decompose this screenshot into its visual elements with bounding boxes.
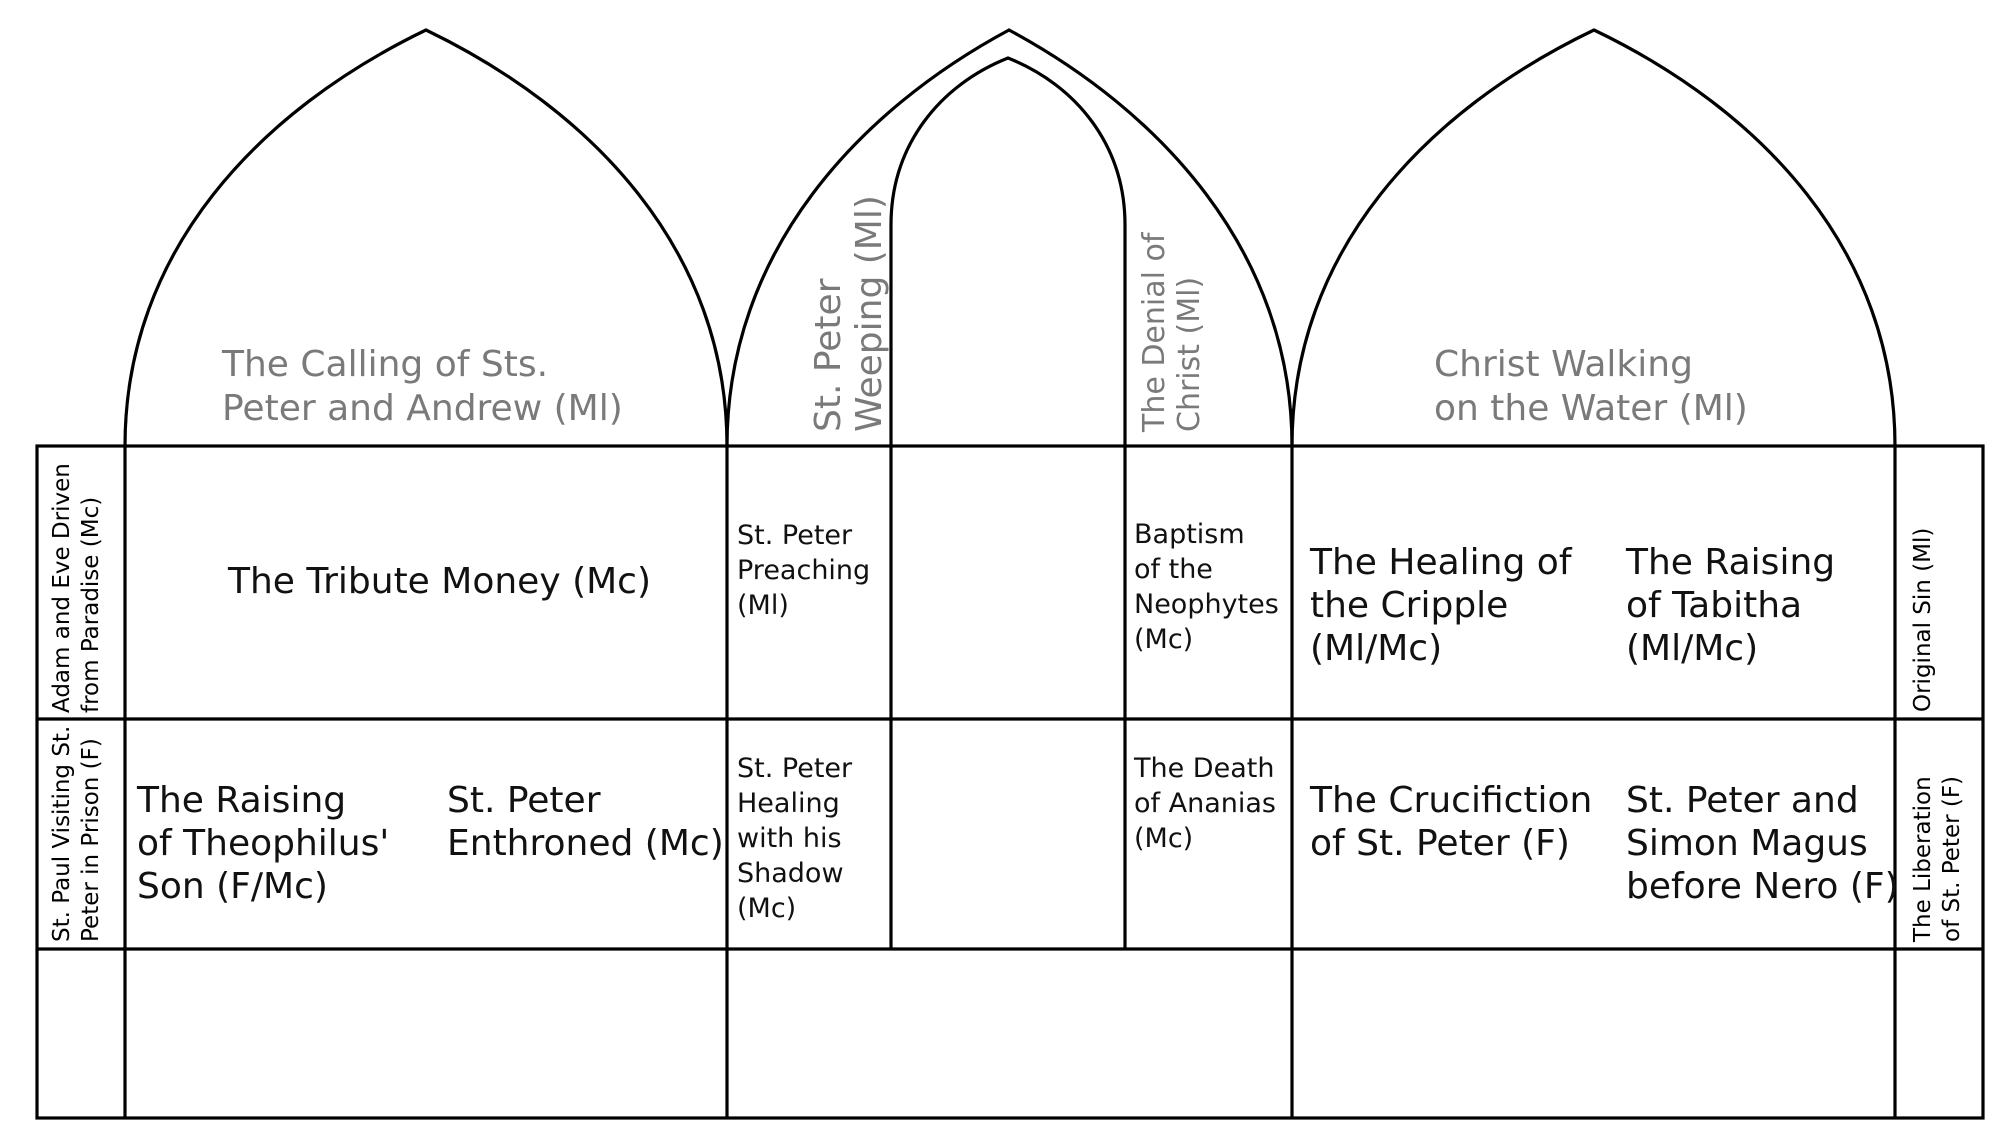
st-peter-preaching-label: St. Peter Preaching (Ml) <box>737 520 871 622</box>
wall-frame <box>35 444 1985 1120</box>
denial-of-christ-label: The Denial of Christ (Ml) <box>1137 232 1207 432</box>
right-arch <box>1290 28 1897 447</box>
raising-of-tabitha-label: The Raising of Tabitha (Ml/Mc) <box>1626 542 1836 670</box>
peter-simon-magus-label: St. Peter and Simon Magus before Nero (F… <box>1626 780 1899 908</box>
liberation-of-st-peter-label: The Liberation of St. Peter (F) <box>1910 775 1965 942</box>
st-peter-enthroned-label: St. Peter Enthroned (Mc) <box>447 780 724 865</box>
center-arch <box>725 28 1294 447</box>
left-arch <box>123 28 729 447</box>
st-peter-healing-shadow-label: St. Peter Healing with his Shadow (Mc) <box>737 753 853 925</box>
adam-eve-driven-label: Adam and Eve Driven from Paradise (Mc) <box>49 463 104 713</box>
healing-of-cripple-label: The Healing of the Cripple (Ml/Mc) <box>1310 542 1572 670</box>
calling-of-peter-andrew-label: The Calling of Sts. Peter and Andrew (Ml… <box>222 344 623 430</box>
st-peter-weeping-label: St. Peter Weeping (Ml) <box>808 195 891 432</box>
raising-of-theophilus-son-label: The Raising of Theophilus' Son (F/Mc) <box>137 780 390 908</box>
christ-walking-on-water-label: Christ Walking on the Water (Ml) <box>1434 344 1748 430</box>
window-arch <box>889 56 1127 226</box>
crucifixion-of-st-peter-label: The Crucifiction of St. Peter (F) <box>1310 780 1593 865</box>
baptism-of-neophytes-label: Baptism of the Neophytes (Mc) <box>1134 519 1279 656</box>
st-paul-visiting-label: St. Paul Visiting St. Peter in Prison (F… <box>49 725 104 942</box>
tribute-money-label: The Tribute Money (Mc) <box>228 561 652 602</box>
original-sin-label: Original Sin (Ml) <box>1910 527 1936 712</box>
death-of-ananias-label: The Death of Ananias (Mc) <box>1134 753 1276 855</box>
